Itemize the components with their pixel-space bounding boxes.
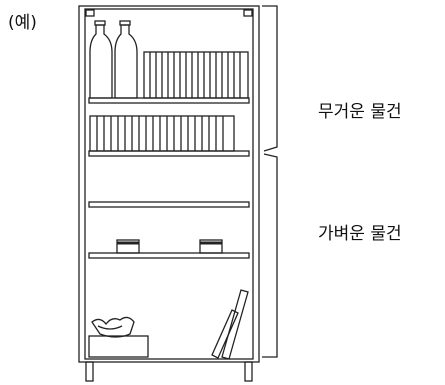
top-left-bracket xyxy=(85,9,95,17)
books-top-shelf xyxy=(143,51,249,99)
tissue-paper xyxy=(91,316,135,338)
top-right-bracket xyxy=(243,9,253,17)
example-label: (예) xyxy=(8,13,37,33)
shelf-board-2 xyxy=(88,150,250,157)
bookshelf xyxy=(78,5,260,382)
tissue-box-body xyxy=(88,335,149,358)
small-box-2 xyxy=(199,239,223,254)
upper-bracket xyxy=(262,5,278,152)
shelf-inner-frame xyxy=(84,8,254,360)
shelf-legs xyxy=(85,361,253,382)
grouping-brackets xyxy=(262,5,278,358)
shelf-boards xyxy=(88,97,250,259)
leaning-book-1 xyxy=(211,309,239,359)
tissue-box xyxy=(88,316,149,358)
light-items-label: 가벼운 물건 xyxy=(318,224,402,244)
shelf-board-3 xyxy=(88,201,250,208)
shelf-board-1 xyxy=(88,97,250,104)
lower-bracket xyxy=(262,153,278,358)
book-stack-1 xyxy=(143,51,249,99)
book-stack-2 xyxy=(89,115,235,152)
small-box-1 xyxy=(116,239,140,254)
leaning-book-2 xyxy=(221,289,249,360)
shelf-board-4 xyxy=(88,252,250,259)
small-boxes xyxy=(116,239,223,254)
books-second-shelf xyxy=(89,115,235,152)
shelf-outer-frame xyxy=(78,5,260,363)
heavy-items-label: 무거운 물건 xyxy=(318,102,402,122)
bottle-1 xyxy=(89,24,113,99)
leaning-books xyxy=(211,289,249,360)
bottle-2 xyxy=(114,24,138,99)
bottle-icons xyxy=(89,20,138,99)
